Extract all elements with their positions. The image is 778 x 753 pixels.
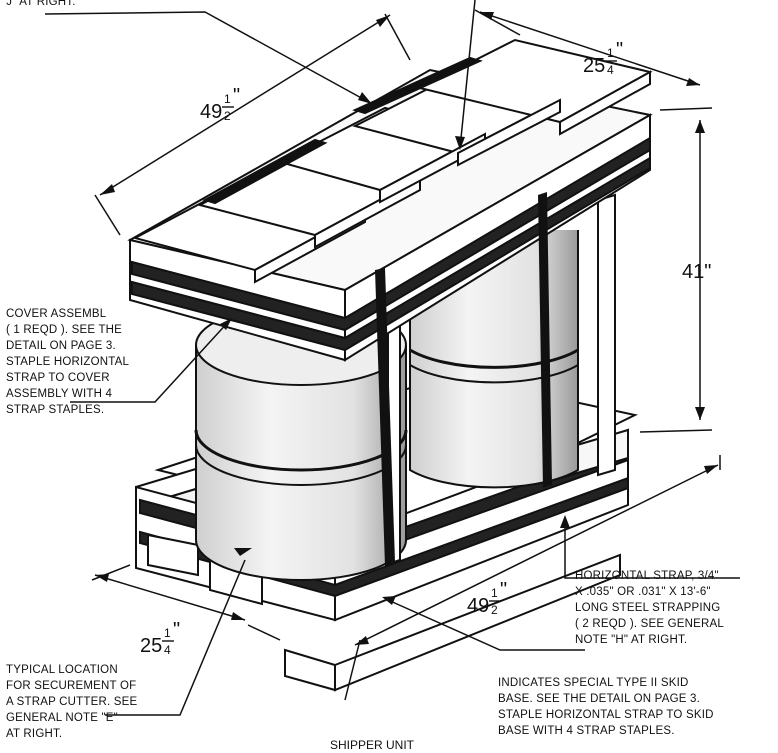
note-cover-line-1: COVER ASSEMBL [6, 308, 107, 320]
note-strap-cutter: TYPICAL LOCATION FOR SECUREMENT OF A STR… [6, 662, 137, 742]
note-strap-line-1: HORIZONTAL STRAP, 3/4" [575, 570, 719, 582]
dim-top-width-whole: 25 [583, 55, 605, 77]
vertical-straps [375, 192, 552, 566]
dim-bottom-width: 25 1 4 " [140, 619, 180, 657]
note-cutter-line-2: FOR SECUREMENT OF [6, 680, 137, 692]
note-skid-base: INDICATES SPECIAL TYPE II SKID BASE. SEE… [498, 675, 714, 739]
note-skid-line-3: STAPLE HORIZONTAL STRAP TO SKID [498, 709, 714, 721]
note-cover-line-4: STAPLE HORIZONTAL [6, 356, 130, 368]
note-cutter-line-4: GENERAL NOTE "E" [6, 712, 118, 724]
dim-bottom-width-num: 1 [164, 626, 171, 640]
dimension-arrows [95, 12, 718, 645]
note-skid-line-2: BASE. SEE THE DETAIL ON PAGE 3. [498, 693, 700, 705]
note-horizontal-strap: HORIZONTAL STRAP, 3/4" X .035" OR .031" … [575, 568, 724, 648]
note-skid-line-4: BASE WITH 4 STRAP STAPLES. [498, 725, 675, 737]
dim-top-length-inch: " [233, 85, 240, 107]
note-strap-line-2: X .035" OR .031" X 13'-6" [575, 586, 711, 598]
note-cover-assembly: COVER ASSEMBL ( 1 REQD ). SEE THE DETAIL… [6, 306, 129, 418]
note-cover-line-2: ( 1 REQD ). SEE THE [6, 324, 123, 336]
dim-top-length-num: 1 [224, 92, 231, 106]
dim-bottom-width-den: 4 [164, 643, 171, 657]
figure-caption: SHIPPER UNIT [330, 738, 415, 752]
dim-height: 41" [682, 261, 711, 283]
note-strap-line-5: NOTE "H" AT RIGHT. [575, 634, 688, 646]
note-cover-line-3: DETAIL ON PAGE 3. [6, 340, 116, 352]
dim-top-length: 49 1 2 " [200, 85, 240, 123]
dimension-lines [91, 9, 721, 701]
note-strap-line-3: LONG STEEL STRAPPING [575, 602, 721, 614]
dim-bottom-length-whole: 49 [467, 595, 489, 617]
arrowheads [220, 92, 570, 605]
dim-top-width: 25 1 4 " [583, 39, 623, 77]
dim-top-width-inch: " [616, 39, 623, 61]
note-cutter-line-3: A STRAP CUTTER. SEE [6, 696, 138, 708]
note-cover-line-6: ASSEMBLY WITH 4 [6, 388, 113, 400]
note-cutter-line-1: TYPICAL LOCATION [6, 664, 118, 676]
corner-posts [387, 193, 616, 566]
note-skid-line-1: INDICATES SPECIAL TYPE II SKID [498, 677, 689, 689]
note-cover-line-7: STRAP STAPLES. [6, 404, 105, 416]
dim-bottom-length-num: 1 [491, 586, 498, 600]
note-top-left-line: "J" AT RIGHT. [2, 0, 76, 8]
dim-bottom-length-inch: " [500, 579, 507, 601]
note-cover-line-5: STRAP TO COVER [6, 372, 110, 384]
dim-bottom-width-inch: " [173, 619, 180, 641]
dim-bottom-width-whole: 25 [140, 635, 162, 657]
dim-bottom-length-den: 2 [491, 603, 498, 617]
note-strap-line-4: ( 2 REQD ). SEE GENERAL [575, 618, 725, 630]
dim-top-width-num: 1 [607, 46, 614, 60]
dim-bottom-length: 49 1 2 " [467, 579, 507, 617]
note-top-left: "J" AT RIGHT. [2, 0, 76, 10]
dim-top-length-den: 2 [224, 109, 231, 123]
cover-assembly [127, 38, 653, 362]
dim-top-width-den: 4 [607, 63, 614, 77]
dim-top-length-whole: 49 [200, 101, 222, 123]
leader-lines [44, 0, 740, 716]
note-cutter-line-5: AT RIGHT. [6, 728, 63, 740]
